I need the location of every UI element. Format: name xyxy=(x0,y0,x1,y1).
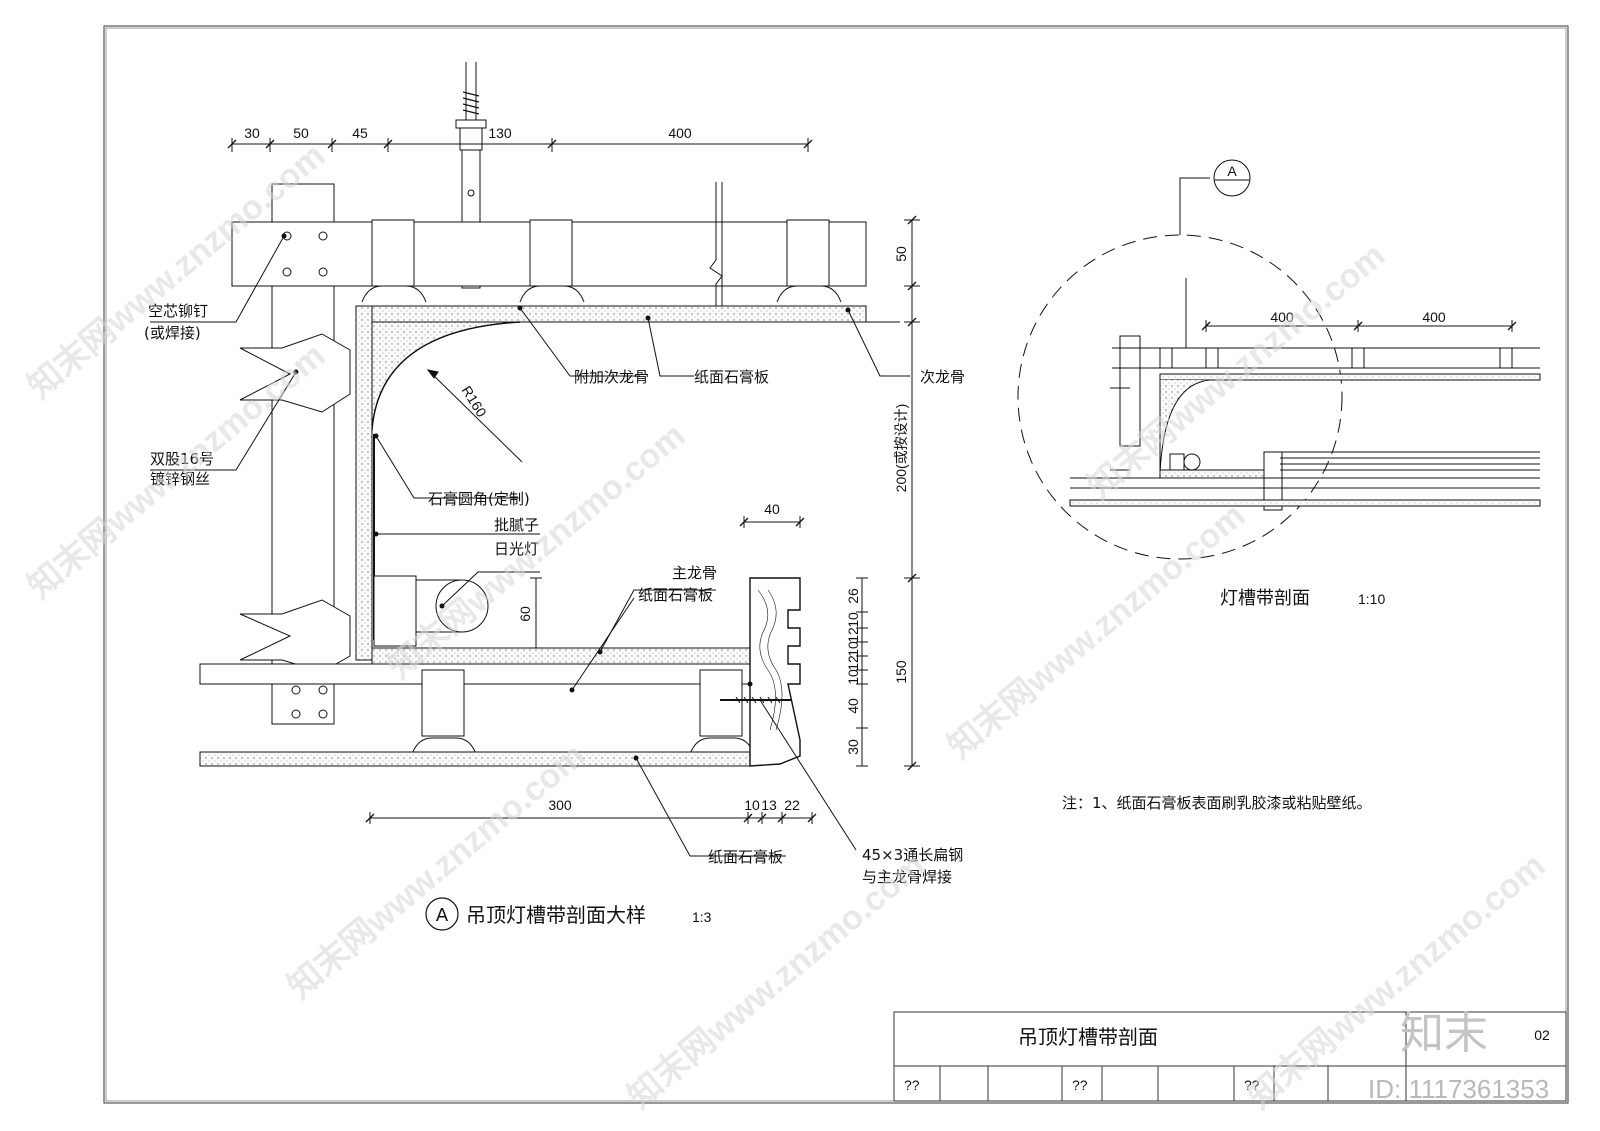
dim-right-150: 150 xyxy=(893,660,909,684)
dim-13: 13 xyxy=(761,797,777,813)
detail-scale: 1:3 xyxy=(692,909,712,925)
dim-right-50: 50 xyxy=(893,246,909,262)
label-hollow-rivet: 空芯铆钉 xyxy=(148,302,208,320)
dim-12a: 12 xyxy=(845,627,861,643)
label-double-wire-2: 镀锌钢丝 xyxy=(150,470,210,488)
dim-10b: 10 xyxy=(845,641,861,657)
label-extra-sub-keel: 附加次龙骨 xyxy=(574,368,649,386)
dim-40: 40 xyxy=(764,501,780,517)
section-dim-400-b: 400 xyxy=(1422,309,1446,325)
label-main-keel: 主龙骨 xyxy=(672,564,717,582)
detail-marker: A xyxy=(436,905,449,926)
label-or-weld: (或焊接) xyxy=(144,324,201,342)
title-block-sheet-no: 02 xyxy=(1534,1027,1550,1043)
dim-40-small: 40 xyxy=(845,698,861,714)
dim-300: 300 xyxy=(548,797,572,813)
general-note: 注：1、纸面石膏板表面刷乳胶漆或粘贴壁纸。 xyxy=(1062,794,1372,812)
dim-right-200: 200(或按设计) xyxy=(893,404,909,493)
section-dim-400-a: 400 xyxy=(1270,309,1294,325)
dim-50: 50 xyxy=(293,125,309,141)
dim-30: 30 xyxy=(244,125,260,141)
watermark-4: 知末网www.znzmo.com xyxy=(621,846,932,1116)
watermark-logo: 知末 xyxy=(1400,1008,1488,1059)
inner-frame xyxy=(105,27,1567,1102)
top-hangers xyxy=(361,219,842,303)
dim-26: 26 xyxy=(845,588,861,604)
radius-r160: R160 xyxy=(459,383,490,420)
title-block xyxy=(893,1011,1567,1102)
dim-130: 130 xyxy=(488,125,512,141)
outer-frame xyxy=(103,25,1569,1104)
watermark-6: 知末网www.znzmo.com xyxy=(1081,236,1392,506)
dim-30-small: 30 xyxy=(845,739,861,755)
dim-12b: 12 xyxy=(845,655,861,671)
dim-45: 45 xyxy=(352,125,368,141)
label-putty: 批腻子 xyxy=(494,516,539,534)
label-gypsum-corner: 石膏圆角(定制) xyxy=(428,490,530,508)
dim-22: 22 xyxy=(784,797,800,813)
watermark-5: 知末网www.znzmo.com xyxy=(941,496,1252,766)
dim-10c: 10 xyxy=(845,669,861,685)
watermark-8: 知末网www.znzmo.com xyxy=(281,736,592,1006)
title-block-cell-2: ?? xyxy=(1072,1077,1088,1093)
bottom-dimension-labels: 300 10 13 22 xyxy=(548,797,800,813)
label-double-wire-1: 双股16号 xyxy=(150,450,214,468)
label-gypsum-board-mid: 纸面石膏板 xyxy=(638,586,713,604)
label-sub-keel: 次龙骨 xyxy=(920,368,965,386)
section-drawing xyxy=(1017,159,1541,560)
callout-labels: 空芯铆钉 (或焊接) 双股16号 镀锌钢丝 附加次龙骨 纸面石膏板 次龙骨 石膏… xyxy=(144,302,965,886)
detail-title: A 吊顶灯槽带剖面大样 1:3 xyxy=(425,897,712,931)
main-detail xyxy=(150,62,920,857)
label-fluorescent: 日光灯 xyxy=(494,540,539,558)
label-gypsum-board-top: 纸面石膏板 xyxy=(694,368,769,386)
top-dimension-labels: 30 50 45 130 400 xyxy=(244,125,692,141)
label-flat-steel-1: 45×3通长扁钢 xyxy=(862,846,963,864)
dim-10a: 10 xyxy=(845,612,861,628)
title-block-title: 吊顶灯槽带剖面 xyxy=(1018,1025,1158,1049)
section-title: 灯槽带剖面 xyxy=(1220,588,1310,609)
label-gypsum-board-bottom: 纸面石膏板 xyxy=(708,848,783,866)
watermark-id: ID: 1117361353 xyxy=(1368,1074,1549,1104)
label-flat-steel-2: 与主龙骨焊接 xyxy=(862,868,952,886)
detail-title-text: 吊顶灯槽带剖面大样 xyxy=(466,903,646,927)
title-block-cell-3: ?? xyxy=(1244,1077,1260,1093)
title-block-cell-1: ?? xyxy=(904,1077,920,1093)
dim-400: 400 xyxy=(668,125,692,141)
section-scale: 1:10 xyxy=(1358,591,1385,607)
section-marker: A xyxy=(1227,163,1237,179)
right-dimension-labels: 50 200(或按设计) 150 26 10 12 10 12 10 40 30 xyxy=(845,246,909,755)
dim-10-bottom: 10 xyxy=(744,797,760,813)
dim-60: 60 xyxy=(517,606,533,622)
